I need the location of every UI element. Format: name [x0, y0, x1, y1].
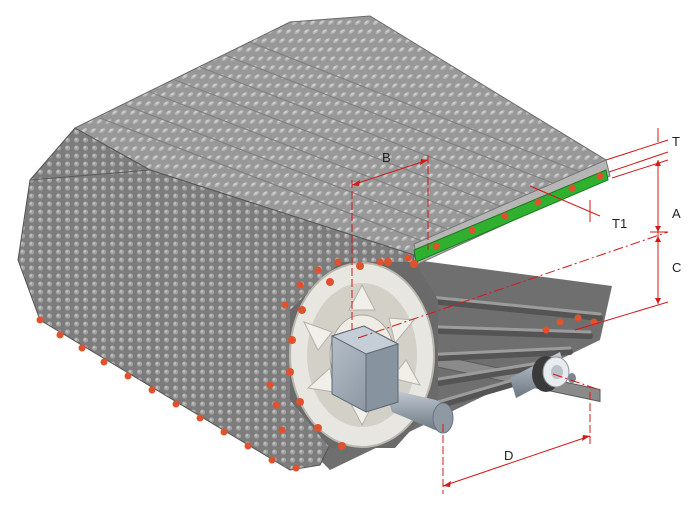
dim-label-d: D	[504, 448, 513, 463]
dim-label-c: C	[672, 260, 681, 275]
dim-label-t: T	[672, 134, 680, 149]
dim-label-b: B	[382, 150, 391, 165]
belt-side-pins	[36, 254, 412, 472]
dim-label-a: A	[672, 206, 681, 221]
green-wear-strip	[413, 159, 611, 265]
drive-shaft	[330, 325, 454, 434]
belt-top-surface	[73, 15, 608, 256]
dim-label-t1: T1	[612, 216, 627, 231]
dimension-lines	[351, 128, 669, 494]
dimension-arrowheads	[352, 159, 661, 487]
idler-shaft	[510, 352, 576, 398]
